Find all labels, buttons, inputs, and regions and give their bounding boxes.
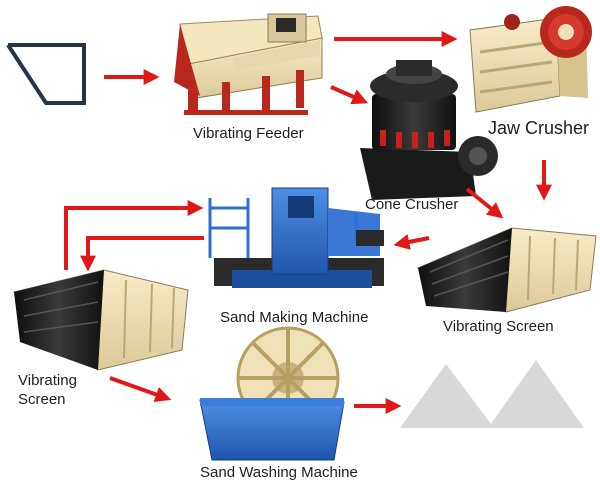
vibrating-screen-2-label-line1: Vibrating [18, 372, 77, 389]
vibrating-feeder-machine [174, 13, 323, 115]
sand-making-machine-label: Sand Making Machine [220, 309, 369, 326]
vibrating-feeder-label: Vibrating Feeder [193, 125, 304, 142]
vibrating-screen-label: Vibrating Screen [443, 318, 554, 335]
sand-making-machine [208, 187, 384, 288]
arrow-cone-to-screen [465, 187, 504, 219]
jaw-crusher-machine [469, 6, 592, 113]
jaw-crusher-label: Jaw Crusher [488, 118, 590, 138]
vibrating-screen-machine [416, 227, 597, 313]
flow-arrows [64, 31, 552, 414]
hopper-icon [6, 43, 86, 105]
arrow-screen2-up-to-sandmaker [64, 200, 204, 270]
sand-washing-machine-label: Sand Washing Machine [200, 464, 358, 481]
arrow-screen-to-sandmaker [393, 234, 430, 250]
arrow-screen2-to-washer [109, 376, 172, 403]
vibrating-screen-2-label-line2: Screen [18, 391, 66, 408]
cone-crusher-label: Cone Crusher [365, 196, 459, 213]
sand-washing-machine [199, 326, 345, 461]
sand-pile-icon [400, 360, 584, 428]
vibrating-screen-2-machine [12, 269, 189, 371]
arrow-sandmaker-to-screen2 [80, 236, 204, 272]
arrow-feeder-to-cone [330, 85, 369, 105]
cone-crusher-machine [360, 60, 498, 200]
